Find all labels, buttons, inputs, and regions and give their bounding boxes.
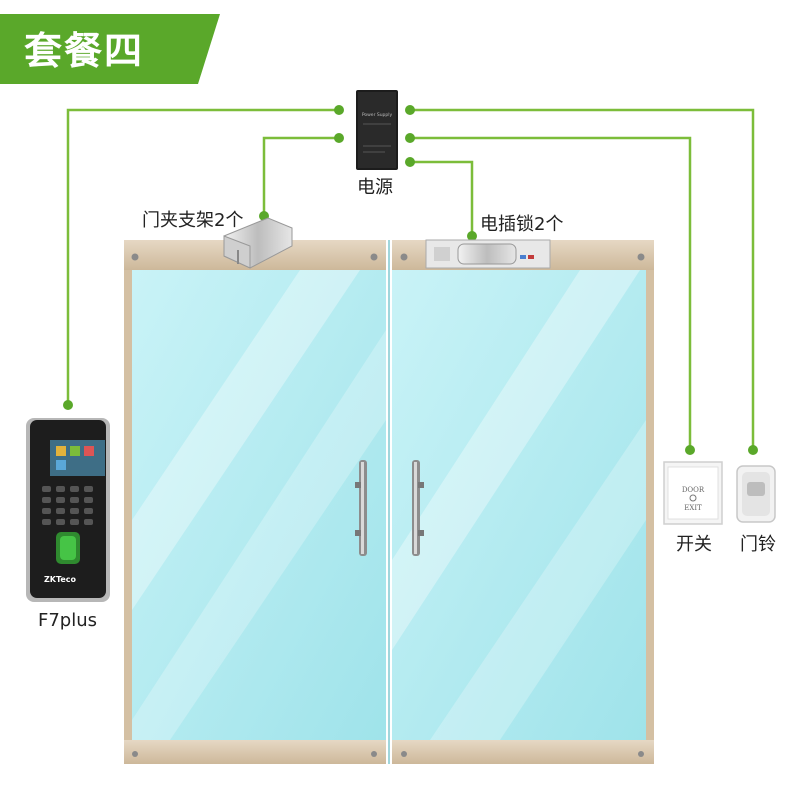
keypad bbox=[42, 486, 93, 525]
electric-bolt-lock bbox=[425, 239, 551, 269]
electric-lock-label: 电插锁2个 bbox=[480, 214, 564, 235]
door-handle-left bbox=[355, 460, 367, 556]
wire-doorbell bbox=[410, 108, 755, 452]
exit-button: DOOR EXIT bbox=[663, 461, 723, 525]
doorbell-label: 门铃 bbox=[740, 534, 776, 555]
terminal-label: F7plus bbox=[38, 610, 98, 631]
frame-right bbox=[646, 270, 654, 740]
terminal-screen bbox=[50, 440, 105, 476]
power-supply: Power Supply bbox=[356, 90, 398, 170]
package-title: 套餐四 bbox=[24, 29, 145, 73]
glass-panel-right bbox=[392, 270, 646, 740]
frame-left bbox=[124, 270, 132, 740]
door-handle-right bbox=[412, 460, 424, 556]
power-supply-brand: Power Supply bbox=[362, 112, 393, 118]
wire-terminals bbox=[63, 105, 758, 455]
fingerprint-terminal: ZKTeco bbox=[26, 418, 110, 602]
wire-exit-button bbox=[410, 136, 692, 452]
exit-button-line2: EXIT bbox=[684, 504, 702, 512]
bottom-rail-right bbox=[392, 740, 654, 764]
bottom-rail-left bbox=[124, 740, 386, 764]
wire-door-clamp bbox=[262, 136, 342, 218]
terminal-brand: ZKTeco bbox=[44, 575, 77, 584]
doorbell-button bbox=[747, 482, 765, 496]
door-clamp-bracket bbox=[223, 217, 293, 269]
exit-button-label: 开关 bbox=[676, 534, 712, 555]
door-clamp-label: 门夹支架2个 bbox=[142, 210, 244, 231]
exit-button-line1: DOOR bbox=[682, 486, 705, 494]
glass-panel-left bbox=[132, 270, 386, 740]
wire-terminal bbox=[66, 108, 342, 408]
doorbell bbox=[736, 465, 776, 523]
wiring bbox=[66, 108, 755, 452]
package-banner: 套餐四 bbox=[0, 14, 220, 84]
wire-electric-lock bbox=[410, 160, 474, 238]
power-supply-label: 电源 bbox=[357, 177, 393, 198]
glass-door bbox=[124, 240, 654, 764]
banner-shape bbox=[0, 14, 220, 84]
